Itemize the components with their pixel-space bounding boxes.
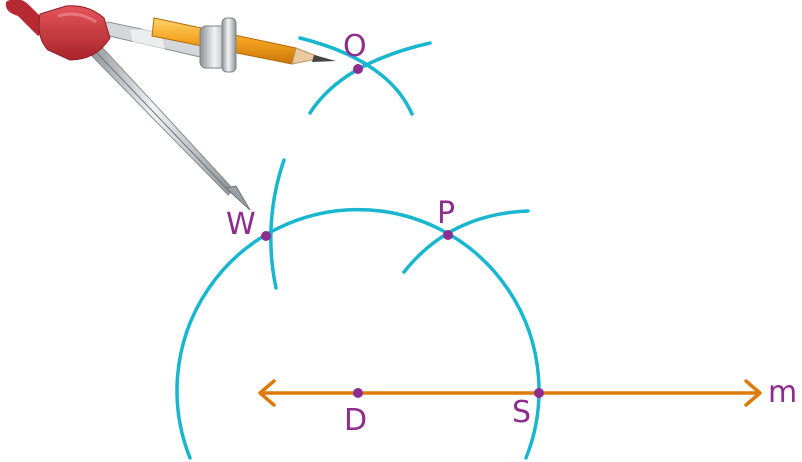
- line-m-right-arrow: [744, 379, 762, 407]
- label-s: S: [512, 395, 531, 430]
- compass-icon: [5, 0, 336, 211]
- main-arc: [175, 207, 541, 460]
- arc-o-left: [308, 41, 432, 115]
- label-w: W: [226, 207, 256, 242]
- point-p: [443, 230, 453, 240]
- label-p: P: [437, 196, 455, 231]
- label-o: O: [343, 29, 367, 64]
- arc-through-p: [402, 209, 530, 274]
- label-d: D: [344, 403, 367, 438]
- point-s: [534, 388, 544, 398]
- point-d: [353, 388, 363, 398]
- label-m: m: [768, 375, 797, 410]
- arc-o-right: [298, 36, 414, 116]
- arc-through-w: [269, 158, 286, 290]
- point-o: [353, 64, 363, 74]
- point-w: [261, 231, 271, 241]
- line-m-left-arrow: [258, 379, 276, 407]
